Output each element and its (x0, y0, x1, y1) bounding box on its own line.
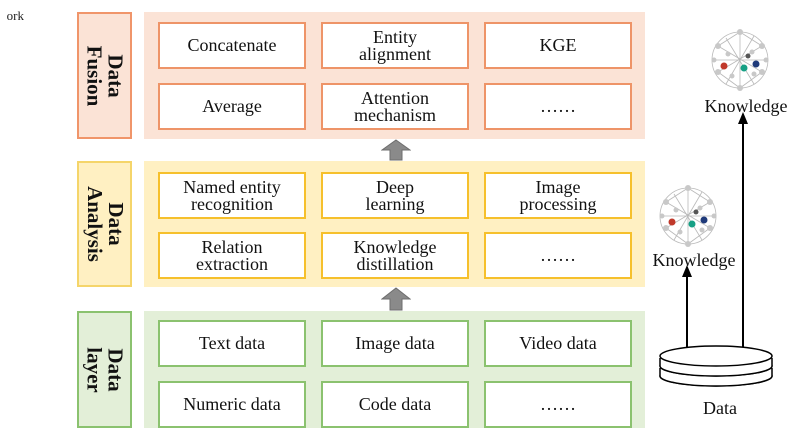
analysis-label-line-1: Data (103, 202, 128, 246)
cell-knowledge-distillation: Knowledge distillation (321, 232, 469, 279)
corner-text: ork (6, 8, 24, 23)
analysis-label-line-2: Analysis (82, 186, 107, 262)
data-label-line-1: Data (103, 347, 128, 392)
cell-analysis-more: …… (484, 232, 632, 279)
data-label-line-2: layer (82, 346, 107, 393)
up-arrow-icon-upper (381, 139, 411, 161)
cell-fusion-more: …… (484, 83, 632, 130)
knowledge-graph-icon-top (711, 29, 769, 91)
fusion-label-line-2: Fusion (82, 45, 107, 106)
cell-relation-extraction: Relation extraction (158, 232, 306, 279)
cell-kge: KGE (484, 22, 632, 69)
cell-deep-learning: Deep learning (321, 172, 469, 219)
knowledge-graph-icon-mid (659, 185, 717, 247)
knowledge-label-top: Knowledge (704, 96, 788, 116)
cell-attention-mechanism: Attention mechanism (321, 83, 469, 130)
up-arrow-icon-lower (381, 287, 411, 311)
cell-code-data: Code data (321, 381, 469, 428)
data-label: Data (703, 398, 737, 418)
database-icon (659, 345, 773, 387)
cell-named-entity-recognition: Named entity recognition (158, 172, 306, 219)
cell-concatenate: Concatenate (158, 22, 306, 69)
fusion-label-line-1: Data (103, 53, 128, 98)
cell-data-more: …… (484, 381, 632, 428)
cell-average: Average (158, 83, 306, 130)
knowledge-label-mid: Knowledge (652, 250, 736, 270)
arrow-lines (682, 112, 748, 350)
cell-numeric-data: Numeric data (158, 381, 306, 428)
cell-entity-alignment: Entity alignment (321, 22, 469, 69)
cell-image-data: Image data (321, 320, 469, 367)
cell-video-data: Video data (484, 320, 632, 367)
cell-text-data: Text data (158, 320, 306, 367)
cell-image-processing: Image processing (484, 172, 632, 219)
